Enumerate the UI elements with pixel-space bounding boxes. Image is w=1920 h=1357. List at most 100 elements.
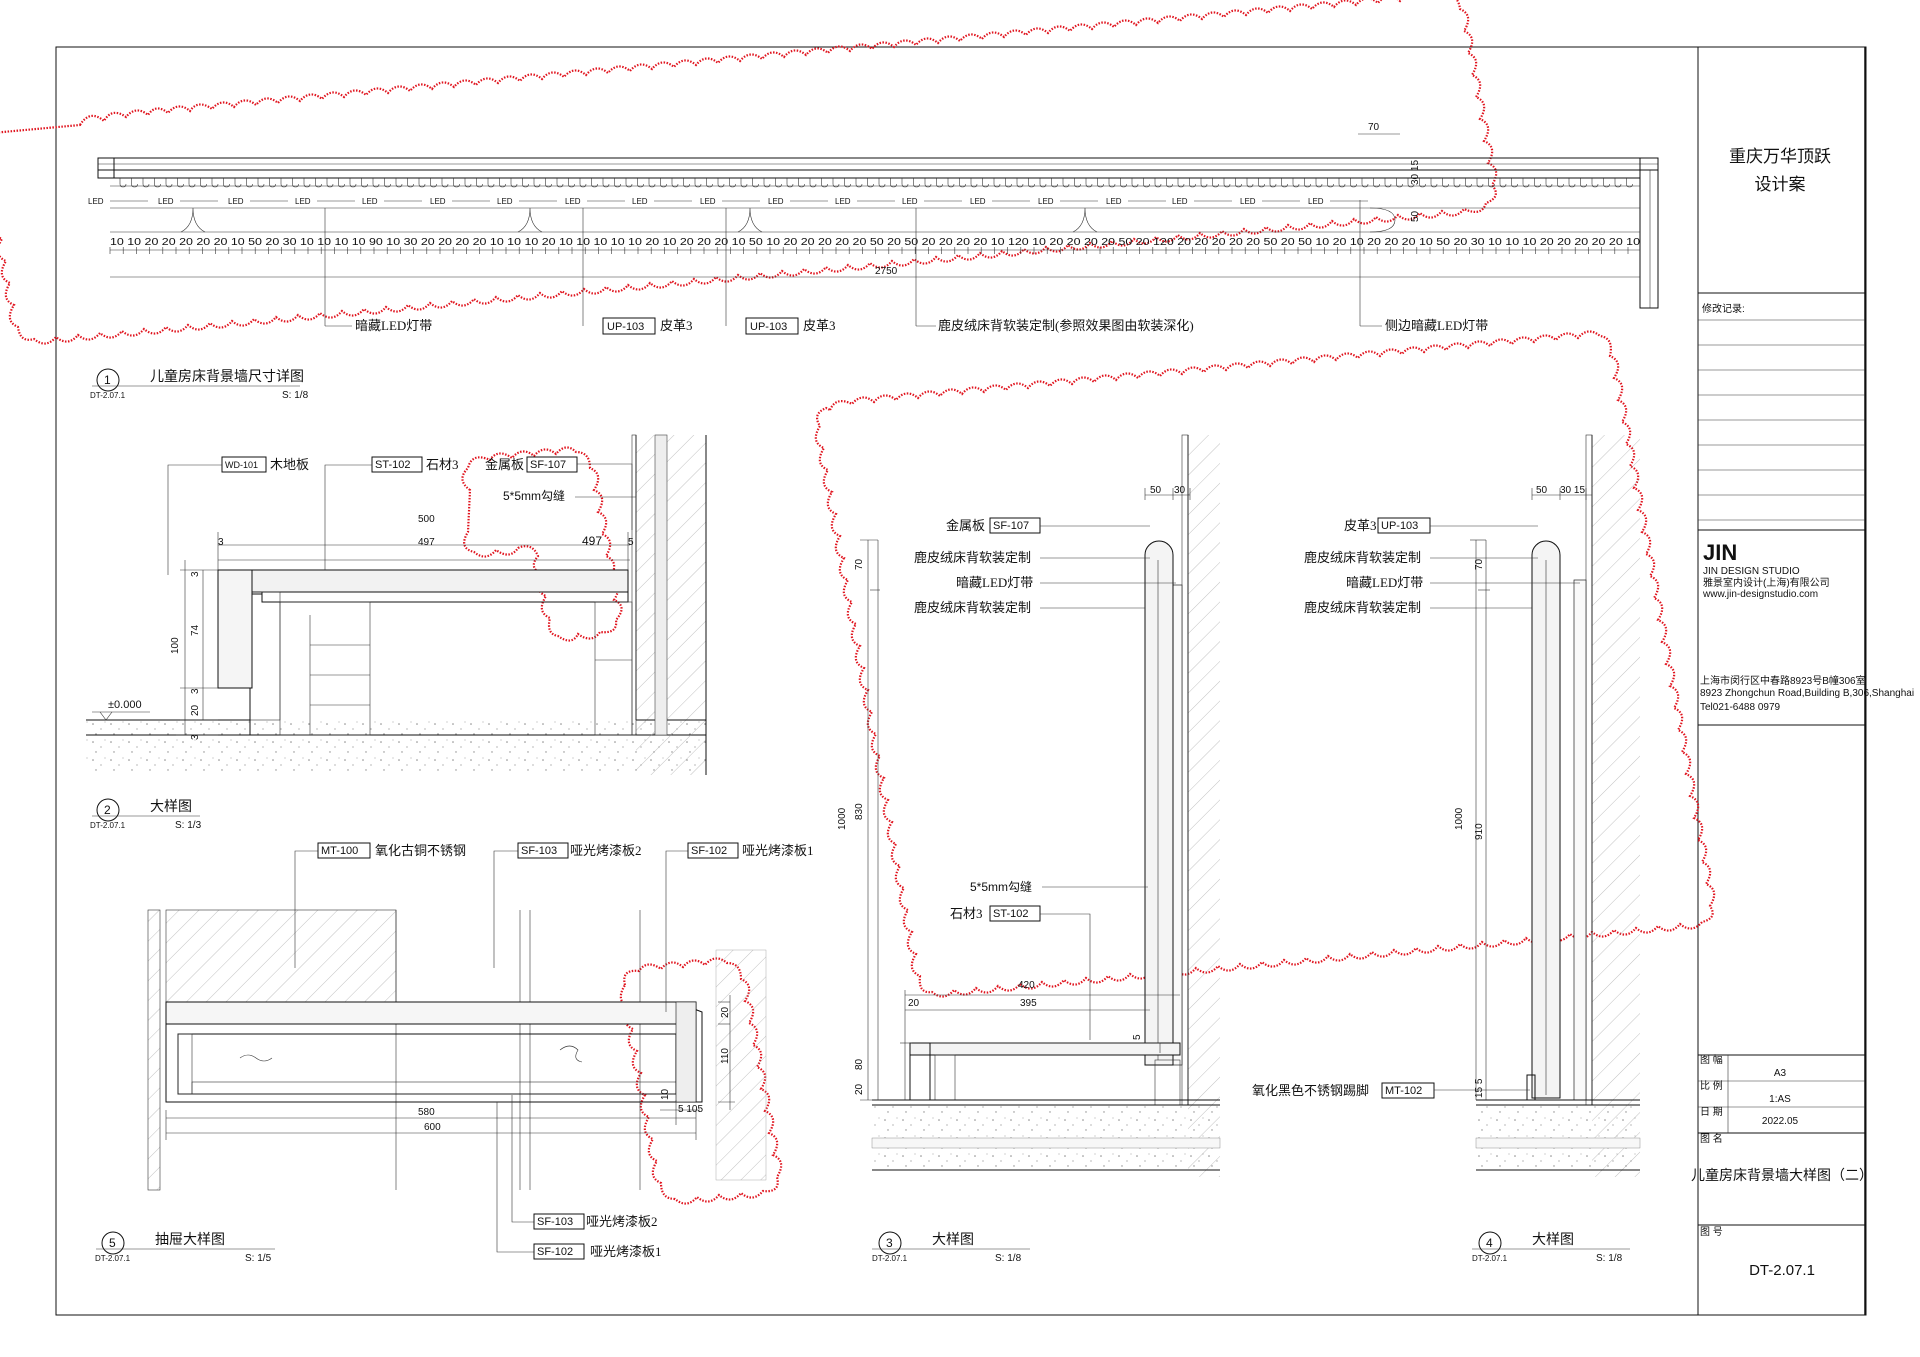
led-clip — [499, 178, 506, 188]
tag-st102-d2: ST-102 — [371, 456, 423, 473]
svg-text:SF-107: SF-107 — [530, 459, 566, 471]
note-bronze-steel: 氧化古铜不锈钢 — [375, 843, 466, 858]
led-clip — [1304, 178, 1311, 188]
detail-4-number: 4 — [1486, 1236, 1493, 1250]
note-wood-floor: 木地板 — [270, 457, 309, 472]
led-clip — [188, 178, 196, 188]
led-clip — [1534, 178, 1541, 188]
led-clip — [510, 178, 518, 188]
detail-4-scale: S: 1/8 — [1596, 1253, 1623, 1264]
led-clip — [200, 178, 207, 188]
led-clip — [1269, 178, 1277, 188]
dim-110: 110 — [720, 1048, 731, 1064]
led-clip — [729, 178, 736, 188]
dim-5-105: 5 105 — [678, 1104, 703, 1115]
tag-sf107-d2: SF-107 — [526, 456, 578, 473]
led-clip — [1407, 178, 1415, 188]
detail-3-tag: 3 DT-2.07.1 大样图 S: 1/8 — [872, 1231, 1030, 1264]
dim-15-5-d4: 15 5 — [1474, 1078, 1485, 1098]
led-clip — [1143, 178, 1150, 188]
drawing-name-label: 图 名 — [1700, 1132, 1723, 1145]
led-clip — [694, 178, 702, 188]
tag-sf103: SF-103 — [517, 842, 569, 859]
detail-5-title: 抽屉大样图 — [155, 1232, 225, 1248]
led-clip — [671, 178, 679, 188]
note-soft-d3-1: 鹿皮绒床背软装定制 — [914, 550, 1031, 565]
led-clip — [683, 178, 690, 188]
tag-mt100: MT-100 — [317, 842, 371, 859]
dim-50-d3: 50 — [1150, 485, 1162, 496]
note-black-steel-skirting: 氧化黑色不锈钢踢脚 — [1252, 1083, 1369, 1098]
led-clip — [1465, 178, 1472, 188]
tufted-panel-curves — [180, 207, 1098, 233]
led-clip — [1005, 178, 1012, 188]
studio-name-cn: 雅景室内设计(上海)有限公司 — [1703, 576, 1830, 589]
dim-10-drawer: 10 — [660, 1088, 671, 1100]
led-clip — [280, 178, 288, 188]
led-clip — [464, 178, 472, 188]
dim-497-b: 497 — [582, 534, 602, 548]
led-clip — [349, 178, 357, 188]
led-clip — [740, 178, 748, 188]
led-clip — [1373, 178, 1380, 188]
revision-cloud-details-3-4 — [814, 330, 1716, 998]
note-stone-d2: 石材3 — [426, 457, 459, 472]
led-clip — [924, 178, 932, 188]
note-leather-d4: 皮革3 — [1344, 518, 1377, 533]
address-en: 8923 Zhongchun Road,Building B,306,Shang… — [1700, 688, 1914, 699]
detail-2-tag: 2 DT-2.07.1 大样图 S: 1/3 — [90, 798, 202, 831]
led-clip — [1626, 178, 1633, 188]
tag-up103-d4: UP-103 — [1377, 517, 1431, 534]
detail-2-number: 2 — [104, 803, 111, 817]
note-matte-panel-1: 哑光烤漆板1 — [742, 843, 814, 858]
dim-420: 420 — [1018, 980, 1035, 991]
svg-text:SF-102: SF-102 — [691, 845, 727, 857]
detail-2-section: 500 497 497 3 5 3 100 74 3 20 3 ±0.000 W… — [86, 434, 707, 775]
dim-500: 500 — [418, 514, 435, 525]
led-clip — [1292, 178, 1300, 188]
detail-3-title: 大样图 — [932, 1232, 974, 1248]
led-clip — [1315, 178, 1323, 188]
dim-74: 74 — [190, 624, 201, 636]
led-clip — [1223, 178, 1231, 188]
tuft-seam — [517, 207, 543, 233]
note-soft-d4-2: 鹿皮绒床背软装定制 — [1304, 600, 1421, 615]
dim-1000-d3: 1000 — [837, 807, 848, 830]
revision-cloud-detail-2 — [461, 446, 623, 642]
led-clip — [1039, 178, 1047, 188]
tag-up103-a: UP-103 — [602, 317, 656, 335]
led-clip — [430, 178, 437, 188]
led-clip — [1246, 178, 1254, 188]
dim-5: 5 — [628, 537, 634, 548]
led-clip — [1097, 178, 1104, 188]
led-clip — [1419, 178, 1426, 188]
note-hidden-led: 暗藏LED灯带 — [355, 318, 432, 333]
led-clip — [936, 178, 943, 188]
led-clip — [326, 178, 334, 188]
led-clip — [372, 178, 380, 188]
led-clip — [1120, 178, 1127, 188]
svg-text:MT-102: MT-102 — [1385, 1085, 1422, 1097]
date-value: 2022.05 — [1762, 1116, 1799, 1127]
led-clip — [1488, 178, 1495, 188]
led-clip — [867, 178, 874, 188]
led-label: LED — [632, 197, 648, 206]
detail-3-number: 3 — [886, 1236, 893, 1250]
detail-3-ref: DT-2.07.1 — [872, 1254, 908, 1263]
dim-100: 100 — [170, 637, 181, 654]
led-clip — [522, 178, 529, 188]
led-label: LED — [228, 197, 244, 206]
dim-5-d3: 5 — [1132, 1034, 1143, 1040]
detail-2-title: 大样图 — [150, 799, 192, 815]
led-clip — [1327, 178, 1334, 188]
project-subtitle: 设计案 — [1755, 175, 1806, 194]
tuft-seam — [180, 207, 206, 233]
tuft-seam — [1072, 207, 1098, 233]
studio-url: www.jin-designstudio.com — [1702, 589, 1818, 600]
led-strip — [119, 178, 1633, 188]
tag-st102-d3: ST-102 — [989, 905, 1041, 922]
led-clip — [763, 178, 771, 188]
led-clip — [1350, 178, 1357, 188]
led-label: LED — [497, 197, 513, 206]
led-clip — [1062, 178, 1070, 188]
